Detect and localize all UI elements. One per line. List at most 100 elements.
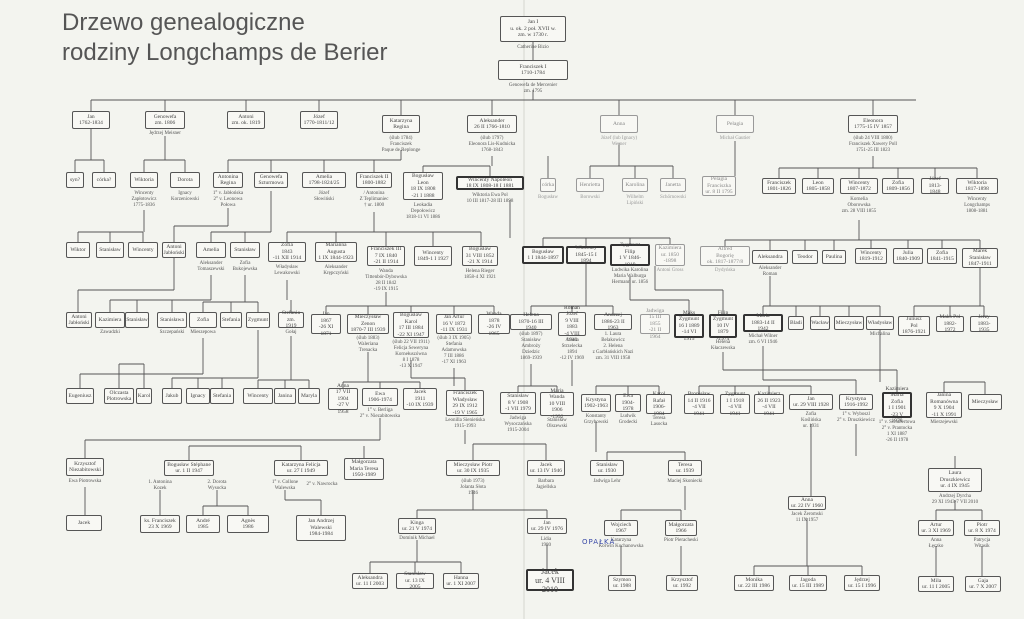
spouse-note: Katarzyna Korwin Kochanowska <box>598 538 644 549</box>
person-box-stanislaw_c: Stanisław <box>125 312 149 328</box>
person-box-ignacy: Ignacy <box>186 388 210 404</box>
spouse-note: Leokadia Depołowicz 1818-11 VI 1886 <box>405 203 441 220</box>
person-box-stanislaw_1930: Stanisław ur. 1930 <box>590 460 624 476</box>
spouse-note: Andrzej Dyrcha 29 XI 1943-7 VII 2010 <box>931 494 979 505</box>
spouse-note: (ślub 1897) Stanisław Ambroży Dziedzic 1… <box>519 332 543 361</box>
person-box-teresa_1939: Teresa ur. 1939 <box>668 460 702 476</box>
person-box-aleksandra_2003: Aleksandra ur. 11 I 2003 <box>352 573 388 589</box>
handwritten-annotation: OPAŁKA <box>582 538 616 546</box>
person-box-jacek_1946: Jacek ur. 13 IV 1946 <box>527 460 565 476</box>
person-box-mieczyslaw_piotr: Mieczysław Piotr ur. 30 IX 1935 <box>446 460 500 476</box>
person-box-ewa_1904: Ewa 1904-1978 <box>615 393 641 412</box>
person-box-stefania_1919: Stefania zm. 1919 <box>278 310 304 329</box>
spouse-note: 2° v. Nawrocka <box>306 482 338 487</box>
person-box-jerzy_1883: Jerzy 1883-1935 <box>970 314 998 333</box>
person-box-jozef_1770: Józef 1770-1811/12 <box>300 111 338 129</box>
spouse-note: Michał Wilner zm. 6 VI 1946 <box>748 334 778 345</box>
spouse-note: Dydyńska <box>714 268 736 273</box>
spouse-note: (ślub 24 VIII 1800) Franciszek Xawery Po… <box>848 136 898 153</box>
person-box-stanislaw_2005: Stanisław ur. 13 IX 2005 <box>396 571 434 590</box>
page-fold <box>523 0 525 619</box>
person-box-malgorzata_1966: Małgorzata 1966 <box>665 520 697 536</box>
spouse-note: Kornelia Oborowska zm. 28 VIII 1855 <box>841 197 877 214</box>
person-box-jakub: Jakub <box>162 388 182 404</box>
person-box-boguslaw_leon: Bogusław Leon 18 IX 1808 -21 I 1888 <box>403 172 443 200</box>
person-box-krzysztof_niezabitowski: Krzysztof Niezabitowski <box>66 458 104 476</box>
spouse-note: 1° v. Collone Walewska <box>271 480 299 491</box>
person-box-eugeniusz: Eugeniusz <box>66 388 94 404</box>
person-box-andrzej_1886: Andrzej 1886-23 II 1963 <box>594 312 632 331</box>
spouse-note: Aleksander Krępczyński <box>323 265 349 276</box>
person-box-krzysztof_1992: Krzysztof ur. 1992 <box>666 575 698 591</box>
person-box-jagoda: Jagoda ur. 15 III 1989 <box>789 575 827 591</box>
spouse-note: Wanda Tittenbór-Dybowska 28 II 1842 -19 … <box>365 269 407 292</box>
person-box-katarzyna_regina: Katarzyna Regina <box>382 115 420 133</box>
spouse-note: Szczepański <box>159 330 185 335</box>
spouse-note: Aleksander Roman <box>758 266 782 277</box>
person-box-jan_artur: Jan Artur 16 V 1872 -11 IX 1931 <box>436 314 472 334</box>
person-box-juliusz_pol: Juliusz Pol 1876-1921 <box>898 316 930 336</box>
person-box-ewa_1906: Ewa 1906-1974 <box>362 388 398 406</box>
diagram-title: Drzewo genealogiczne rodziny Longchamps … <box>62 8 388 68</box>
spouse-note: Konstanty Grzybowski <box>583 414 609 425</box>
person-box-marianna_augusta: Marianna Augusta 1 IX 1844-1923 <box>315 242 357 262</box>
spouse-note: Bogusław <box>538 195 558 200</box>
person-box-karol_a: Karol <box>136 388 152 404</box>
person-box-wiktoria_1817: Wiktoria 1817-1898 <box>956 178 998 194</box>
spouse-note: Stanisław Olszewski <box>546 418 568 429</box>
person-box-maks_pol: Maks Pol 1882-1972 <box>936 314 964 333</box>
person-box-jozef_1813: Józef 1813-1848 <box>921 176 949 195</box>
person-box-krystyna_1916: Krystyna 1916-1992 <box>839 394 873 410</box>
spouse-note: (ślub 1883) Waleriana Trenacka <box>356 336 380 353</box>
spouse-note: Wiktoria Ewa Pol 10 III 1817-28 III 1898 <box>466 193 514 204</box>
person-box-jacek_a: Jacek <box>66 515 102 531</box>
spouse-note: Barbara Jagiellska <box>536 479 556 490</box>
person-box-anna_1960: Anna ur. 22 IV 1960 <box>788 496 826 510</box>
spouse-note: (ślub 1784) Franciszek Paque de Replonge <box>381 136 421 153</box>
person-box-boguslaw_stephane: Bogusław Stéphane ur. 1 II 1947 <box>164 460 214 476</box>
spouse-note: 1. Antonina Kozek <box>148 480 172 491</box>
person-box-gaja: Gaja ur. 7 X 2007 <box>965 576 1001 592</box>
person-box-wladyslaw: Władysław <box>866 316 894 330</box>
person-box-bronislaw_1916: Bronisław 14 II 1916 -4 VII 1941 <box>684 391 714 417</box>
spouse-note: Lidia 1980 <box>540 537 552 548</box>
spouse-note: Jędrzej Meisner <box>149 131 181 136</box>
person-box-mieczyslaw_a: Mieczysław <box>834 316 864 330</box>
person-box-boguslaw_1844: Bogusław 1 I 1844-1897 <box>522 246 564 264</box>
person-box-franciszek_wladyslaw: Franciszek Władysław 29 IX 1912 -19 V 19… <box>446 390 484 416</box>
person-box-antoni_jablonski2: Antoni Jabłoński <box>66 312 92 328</box>
person-box-ks_franciszek: ks. Franciszek 23 X 1969 <box>140 515 180 533</box>
person-box-hanna_2007: Hanna ur. 1 XI 2007 <box>443 573 479 589</box>
person-box-janina_romanowna: Janina Romanówna 9 X 1904 -11 X 1991 <box>926 392 962 418</box>
spouse-note: Patrycja Witasik <box>973 538 991 549</box>
spouse-note: Zofia Bukojewska <box>232 261 258 272</box>
person-box-zofia_1841: Zofia 1841-1915 <box>927 248 957 264</box>
person-box-mieczyslaw_b: Mieczysław <box>968 394 1002 410</box>
person-box-wincenty_1819: Wincenty 1819-1912 <box>855 248 887 264</box>
person-box-zofia_1809: Zofia 1809-1856 <box>882 178 914 194</box>
spouse-note: Aniela Strzelecka 1894 -12 IV 1969 <box>559 338 585 361</box>
spouse-note: Zawadzki <box>100 330 120 335</box>
person-box-kazimierz_1923: Kazimierz 26 II 1923 -4 VII 1941 <box>754 391 784 417</box>
person-box-monika: Monika ur. 22 III 1986 <box>734 575 774 591</box>
person-box-franciszek_1801: Franciszek 1801-1826 <box>762 178 796 194</box>
person-box-jan1: Jan I u. ok. 2 poł. XVII w. zm. w 1730 r… <box>500 16 566 42</box>
person-box-zygmunt_1918: Zygmunt 1 I 1918 -4 VII 1941 <box>720 391 750 417</box>
title-line-1: Drzewo genealogiczne <box>62 9 305 36</box>
spouse-note: 1° v. Wyboszl 2° v. Druszkiewicz <box>837 412 875 423</box>
spouse-note: Michał Gautier <box>719 136 751 141</box>
person-box-waclaw: Wacław <box>810 316 830 330</box>
spouse-note: Wilhelm Lipiński <box>626 195 644 206</box>
spouse-note: Dominik Michael <box>399 536 435 541</box>
person-box-amelia_1798: Amelia 1798-1824/25 <box>302 172 346 188</box>
person-box-maria_wanda: Maria Wanda 10 VIII 1906 -1992 <box>540 388 574 420</box>
person-box-krystyna_1902: Krystyna 1902-1963 <box>581 394 611 412</box>
spouse-note: Schörnowski <box>659 195 687 200</box>
person-box-wincenty_a: Wincenty <box>128 242 158 258</box>
person-box-jacek_1911: Jacek 1911 -10 IX 1939 <box>403 388 437 410</box>
person-box-maryla: Maryla <box>298 388 320 404</box>
person-box-malgorzata_maria_teresa: Małgorzata Maria Teresa 1950-1989 <box>344 458 384 480</box>
person-box-karolina: Karolina <box>622 178 648 192</box>
person-box-stanislaw_1908: Stanisław 8 V 1908 -1 VII 1979 <box>500 392 536 414</box>
spouse-note: 2. Dorota Wysocka <box>207 480 227 491</box>
